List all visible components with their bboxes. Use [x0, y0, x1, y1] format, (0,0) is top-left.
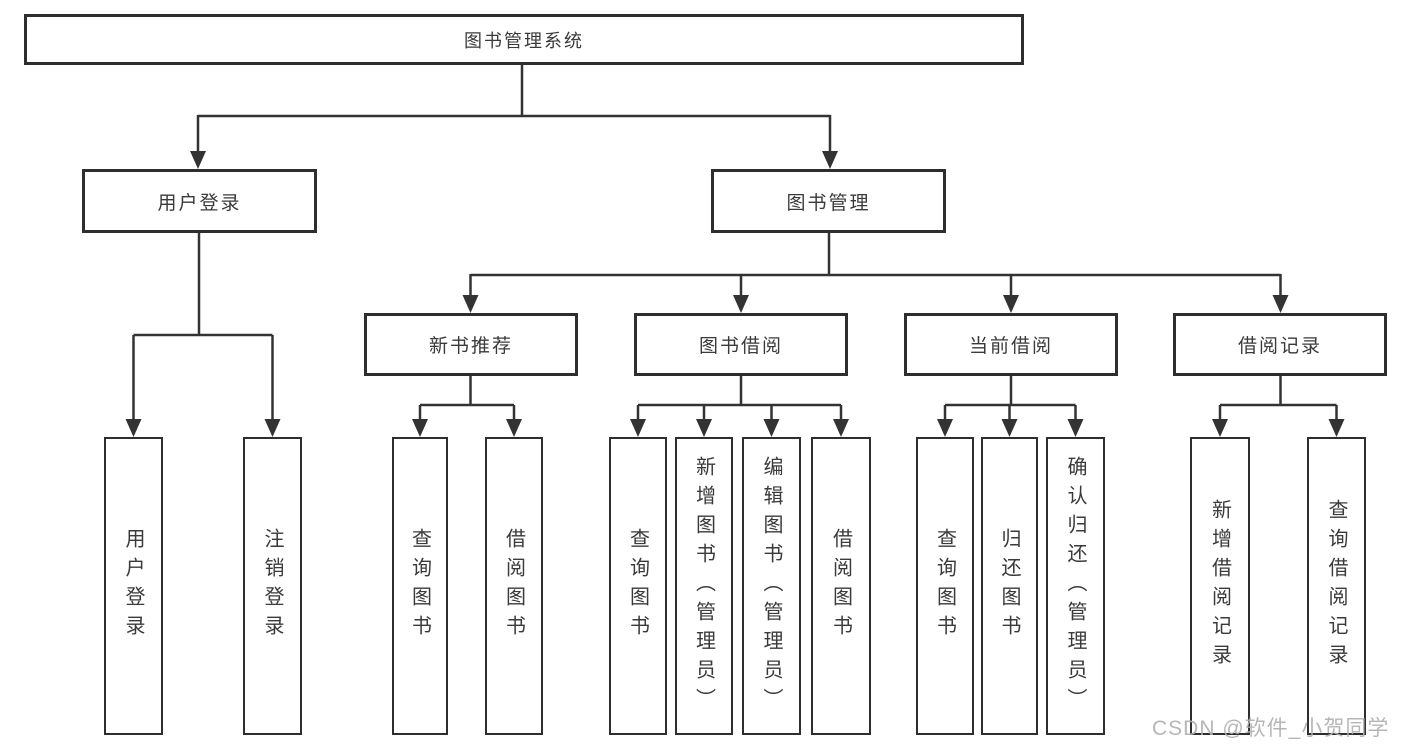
leaf-return-books: 归还图书: [981, 437, 1038, 735]
node-book-management: 图书管理: [711, 169, 946, 233]
leaf-confirm-return-admin: 确认归还（管理员）: [1046, 437, 1105, 735]
leaf-query-books-current: 查询图书: [916, 437, 974, 735]
leaf-borrow-books: 借阅图书: [811, 437, 871, 735]
leaf-add-book-admin: 新增图书（管理员）: [675, 437, 733, 735]
leaf-borrow-books-recommend: 借阅图书: [485, 437, 543, 735]
node-user-login: 用户登录: [82, 169, 317, 233]
node-new-book-recommend: 新书推荐: [364, 313, 578, 376]
leaf-query-books-borrow: 查询图书: [609, 437, 667, 735]
leaf-edit-book-admin: 编辑图书（管理员）: [742, 437, 801, 735]
node-borrowing-records: 借阅记录: [1173, 313, 1387, 376]
leaf-add-borrow-record: 新增借阅记录: [1190, 437, 1250, 735]
leaf-user-login: 用户登录: [104, 437, 163, 735]
leaf-logout: 注销登录: [243, 437, 302, 735]
node-root: 图书管理系统: [24, 14, 1024, 65]
node-book-borrowing: 图书借阅: [634, 313, 848, 376]
csdn-watermark: CSDN @软件_小贺同学: [1152, 717, 1390, 740]
leaf-query-borrow-record: 查询借阅记录: [1307, 437, 1366, 735]
leaf-query-books-recommend: 查询图书: [392, 437, 448, 735]
node-current-borrowing: 当前借阅: [904, 313, 1118, 376]
